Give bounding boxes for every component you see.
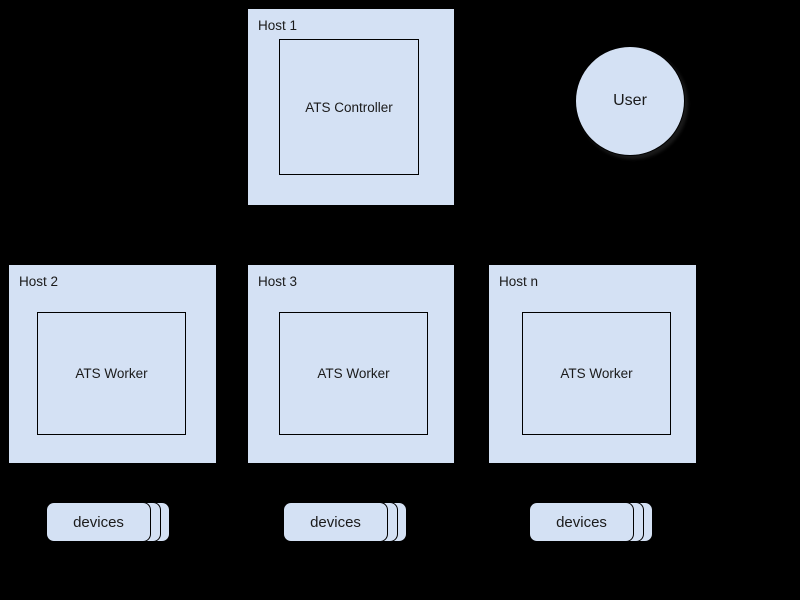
host-3-label: Host 3 bbox=[258, 274, 298, 289]
host-1-label: Host 1 bbox=[258, 18, 298, 33]
device-sheet-front[interactable]: devices bbox=[529, 502, 634, 542]
device-stack-host-3[interactable]: devices bbox=[283, 502, 407, 542]
device-stack-host-2[interactable]: devices bbox=[46, 502, 170, 542]
ats-controller-label: ATS Controller bbox=[305, 99, 393, 115]
ats-worker-box-host-n[interactable]: ATS Worker bbox=[522, 312, 671, 435]
device-stack-label-host-n: devices bbox=[556, 513, 607, 531]
host-2-container[interactable]: Host 2 ATS Worker bbox=[8, 264, 217, 464]
ats-worker-label-host-2: ATS Worker bbox=[75, 366, 148, 381]
host-n-container[interactable]: Host n ATS Worker bbox=[488, 264, 697, 464]
user-actor[interactable]: User bbox=[575, 46, 685, 156]
ats-worker-label-host-n: ATS Worker bbox=[560, 366, 633, 381]
device-stack-label-host-2: devices bbox=[73, 513, 124, 531]
host-1-container[interactable]: Host 1 ATS Controller bbox=[247, 8, 455, 206]
ats-worker-box-host-3[interactable]: ATS Worker bbox=[279, 312, 428, 435]
device-sheet-front[interactable]: devices bbox=[46, 502, 151, 542]
host-2-label: Host 2 bbox=[19, 274, 59, 289]
ats-worker-label-host-3: ATS Worker bbox=[317, 366, 390, 381]
device-stack-host-n[interactable]: devices bbox=[529, 502, 653, 542]
ats-worker-box-host-2[interactable]: ATS Worker bbox=[37, 312, 186, 435]
device-sheet-front[interactable]: devices bbox=[283, 502, 388, 542]
host-3-container[interactable]: Host 3 ATS Worker bbox=[247, 264, 455, 464]
device-stack-label-host-3: devices bbox=[310, 513, 361, 531]
user-actor-label: User bbox=[613, 92, 647, 109]
ats-controller-box[interactable]: ATS Controller bbox=[279, 39, 419, 175]
host-n-label: Host n bbox=[499, 274, 539, 289]
